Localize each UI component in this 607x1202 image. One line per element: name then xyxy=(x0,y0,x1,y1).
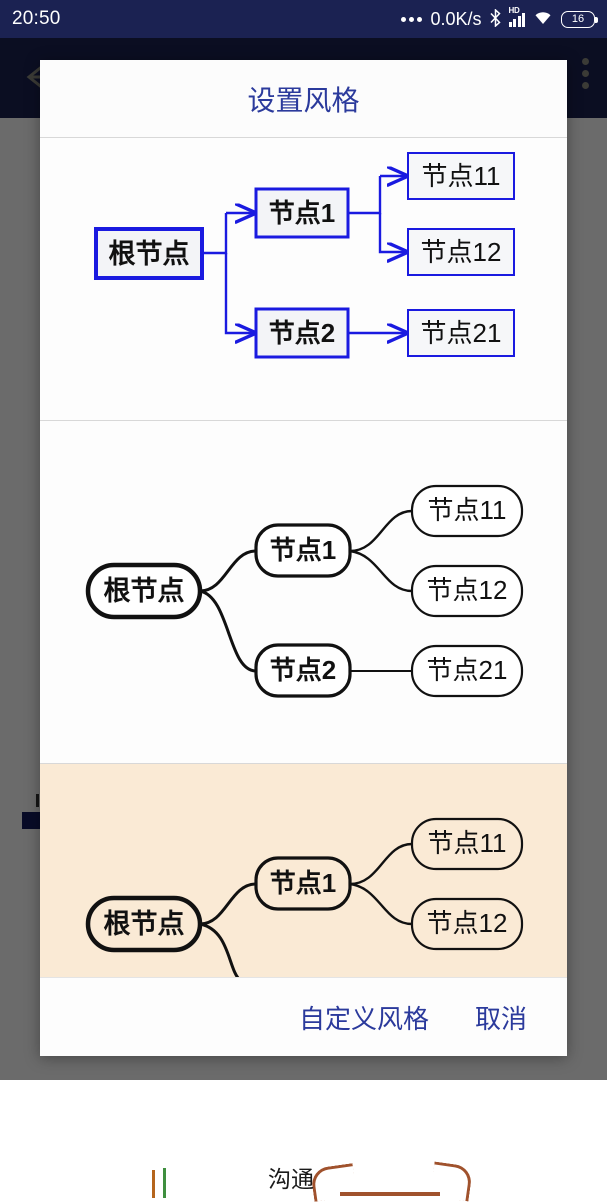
set-style-dialog: 设置风格 根节点 xyxy=(40,60,567,1056)
style1-child1-label: 节点1 xyxy=(269,198,335,228)
wifi-icon xyxy=(533,10,553,29)
battery-level: 16 xyxy=(571,13,585,25)
style3-root-label: 根节点 xyxy=(104,909,185,939)
style2-child2-label: 节点2 xyxy=(270,655,336,685)
status-bar: 20:50 0.0K/s HD 16 xyxy=(0,0,607,38)
style2-root-label: 根节点 xyxy=(104,576,185,606)
canvas-branch-curve-left xyxy=(309,1163,358,1202)
hd-label: HD xyxy=(508,6,520,15)
style2-leaf11-label: 节点11 xyxy=(428,495,507,525)
canvas-branch-underline xyxy=(340,1192,440,1196)
canvas-branch-curve-right xyxy=(429,1161,474,1202)
style3-leaf12-label: 节点12 xyxy=(427,908,508,938)
dialog-title: 设置风格 xyxy=(40,60,567,137)
signal-icon: HD xyxy=(508,6,525,27)
style1-leaf21-label: 节点21 xyxy=(421,318,502,348)
network-speed-label: 0.0K/s xyxy=(430,8,482,29)
style3-child1-label: 节点1 xyxy=(270,868,336,898)
canvas-branch-line-green xyxy=(163,1168,166,1198)
style3-leaf11-label: 节点11 xyxy=(428,828,507,858)
style2-child1-label: 节点1 xyxy=(270,535,336,565)
style-option-rounded-black[interactable]: 根节点 节点1 节点2 节点11 节点12 节点21 xyxy=(40,420,567,763)
style1-child2-label: 节点2 xyxy=(269,318,335,348)
style-option-rectangular-blue[interactable]: 根节点 节点1 节点2 节点11 节点12 节点21 xyxy=(40,137,567,420)
style1-leaf12-label: 节点12 xyxy=(421,237,502,267)
style-option-rounded-beige[interactable]: 根节点 节点1 节点11 节点12 xyxy=(40,763,567,977)
custom-style-button[interactable]: 自定义风格 xyxy=(297,995,431,1040)
style2-leaf12-label: 节点12 xyxy=(427,575,508,605)
style1-root-label: 根节点 xyxy=(109,239,190,269)
bluetooth-icon xyxy=(489,7,501,30)
style2-leaf21-label: 节点21 xyxy=(427,655,508,685)
cancel-button[interactable]: 取消 xyxy=(473,995,529,1040)
status-clock: 20:50 xyxy=(12,8,61,29)
style-option-list[interactable]: 根节点 节点1 节点2 节点11 节点12 节点21 xyxy=(40,137,567,977)
canvas-branch-line-orange xyxy=(152,1170,155,1198)
battery-icon: 16 xyxy=(561,10,598,28)
canvas-branch-label: 沟通 xyxy=(268,1166,314,1192)
style1-leaf11-label: 节点11 xyxy=(422,161,501,191)
more-dots-icon xyxy=(401,16,423,22)
dialog-footer: 自定义风格 取消 xyxy=(40,977,567,1056)
